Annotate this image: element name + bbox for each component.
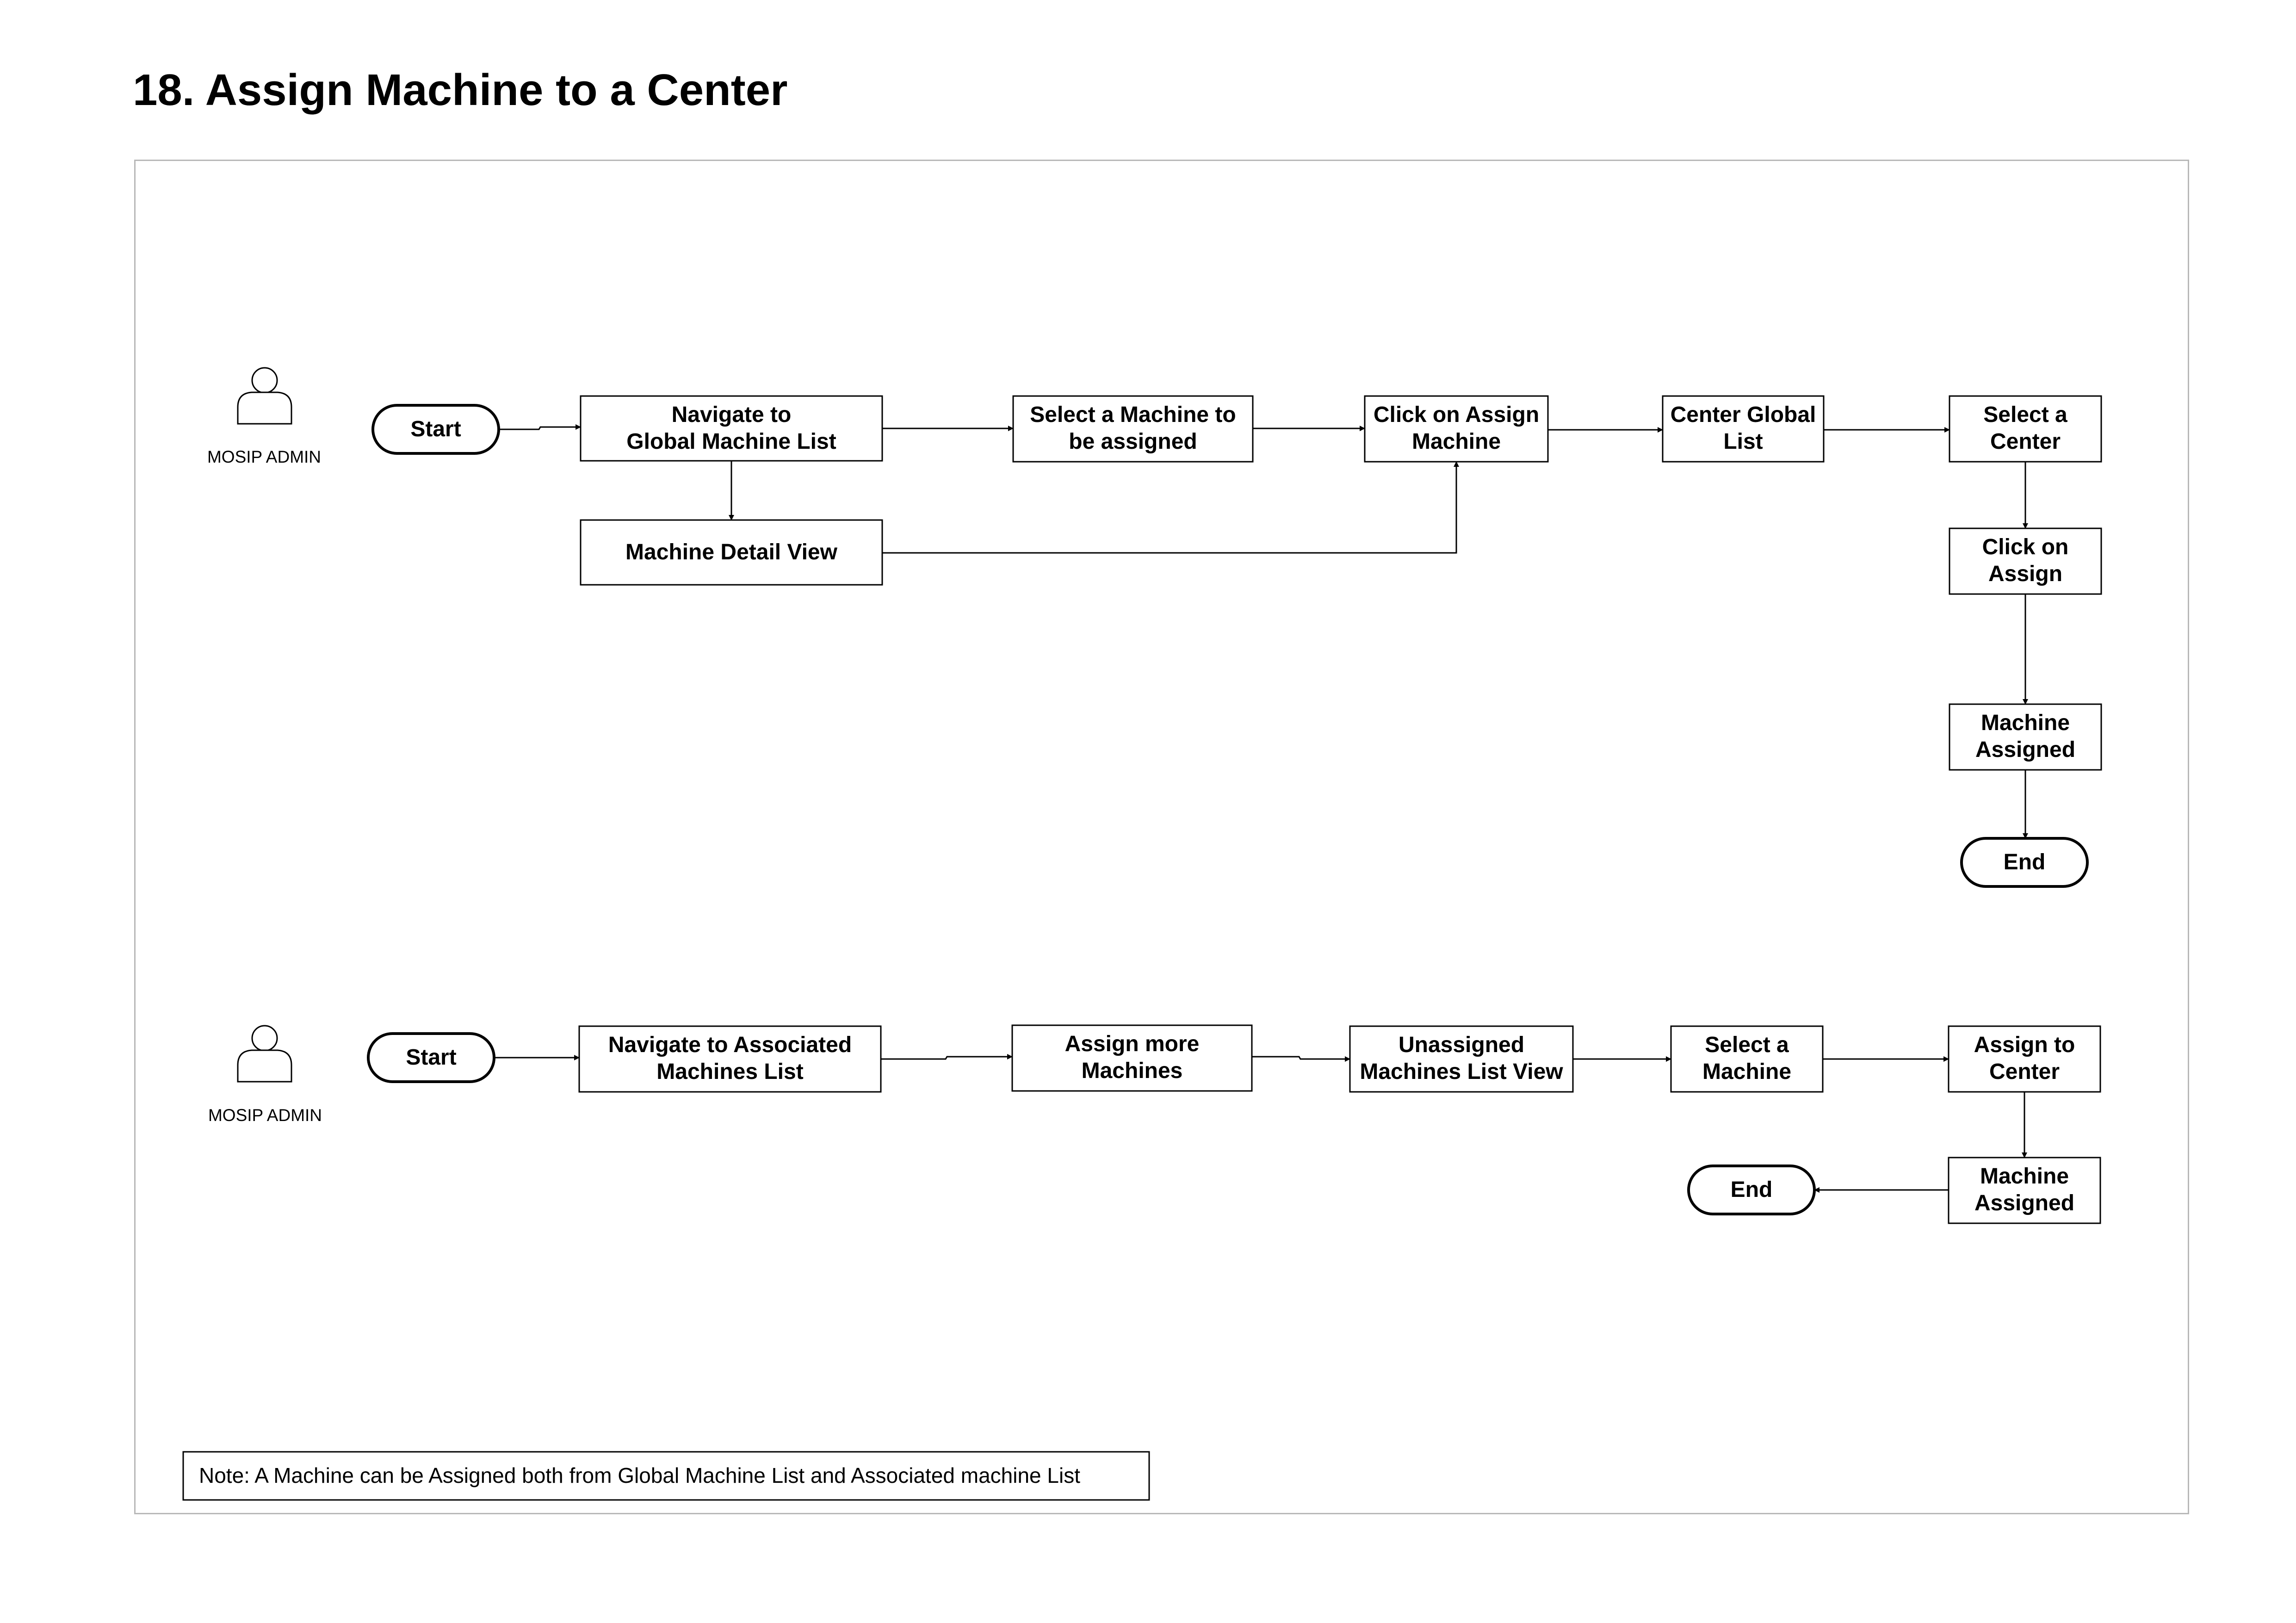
arrow <box>881 1054 1013 1060</box>
actor-1: MOSIP ADMIN <box>207 367 321 466</box>
svg-text:Machine Detail View: Machine Detail View <box>625 540 838 564</box>
actor-2: MOSIP ADMIN <box>208 1025 322 1125</box>
diagram-frame <box>134 160 2189 1514</box>
arrow <box>882 461 1459 554</box>
flow-1-connectors <box>499 424 2028 839</box>
svg-text:End: End <box>2004 850 2046 874</box>
machine-detail-view-box: Machine Detail View <box>580 519 883 586</box>
flow-2-connectors <box>494 1054 2027 1193</box>
svg-text:Start: Start <box>410 417 461 441</box>
note-text: Note: A Machine can be Assigned both fro… <box>199 1463 1080 1487</box>
svg-text:Start: Start <box>406 1045 456 1070</box>
note-box: Note: A Machine can be Assigned both fro… <box>182 1451 1150 1501</box>
actor-label: MOSIP ADMIN <box>208 1106 322 1125</box>
page-title: 18. Assign Machine to a Center <box>133 65 788 115</box>
end-node: End <box>1687 1165 1816 1215</box>
arrow <box>1252 1056 1350 1062</box>
user-icon <box>237 367 292 425</box>
user-icon <box>237 1025 292 1083</box>
arrow <box>499 424 581 430</box>
start-node: Start <box>371 404 500 455</box>
svg-text:End: End <box>1731 1177 1773 1202</box>
actor-label: MOSIP ADMIN <box>207 447 321 466</box>
start-node: Start <box>367 1032 495 1083</box>
end-node: End <box>1960 837 2089 888</box>
